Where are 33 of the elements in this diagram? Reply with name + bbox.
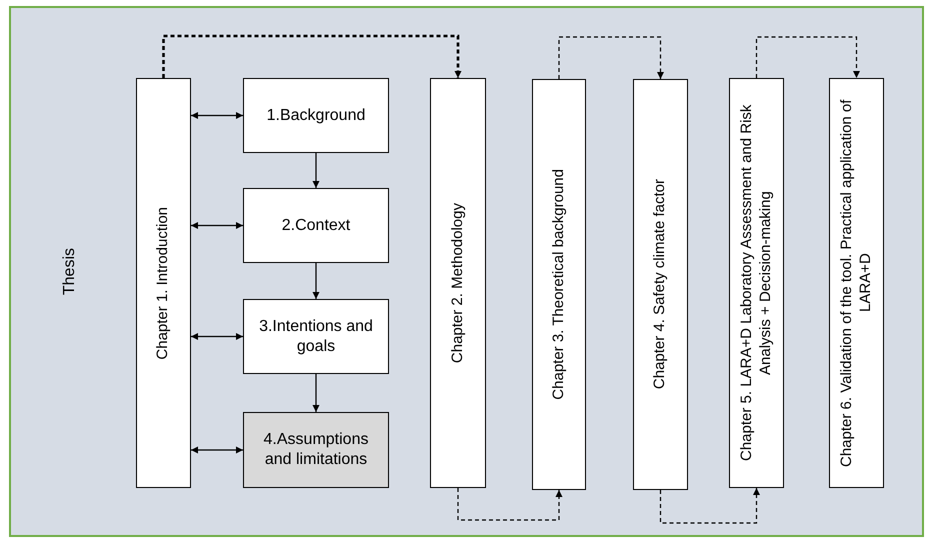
- chapter-box: [532, 79, 586, 490]
- arrow: [312, 374, 320, 412]
- arrow: [162, 34, 462, 78]
- section-box: [243, 412, 389, 488]
- chapter-box: [430, 78, 486, 488]
- thesis-label: Thesis: [61, 248, 79, 296]
- arrow: [191, 222, 243, 229]
- box-text: Chapter 1. Introduction: [154, 206, 172, 360]
- arrow: [191, 446, 243, 454]
- arrow: [558, 36, 664, 79]
- chapter-box: [136, 78, 191, 488]
- arrow: [660, 488, 760, 524]
- arrow: [312, 153, 320, 188]
- box-text: Chapter 2. Methodology: [448, 202, 467, 364]
- section-box: [243, 299, 389, 374]
- arrow: [756, 36, 860, 78]
- box-text: 2.Context: [280, 216, 352, 236]
- box-text: 3.Intentions and goals: [258, 316, 374, 356]
- arrow: [191, 333, 243, 340]
- section-box: [243, 188, 389, 263]
- arrow: [457, 488, 562, 521]
- chapter-box: [729, 78, 784, 488]
- box-text: Chapter 5. LARA+D Laboratory Assessment and Risk Analysis + Decision-making: [738, 104, 774, 464]
- box-text: Chapter 3. Theoretical background: [550, 169, 568, 400]
- chapter-box: [829, 78, 884, 488]
- box-text: Chapter 6. Validation of the tool. Practical application of LARA+D: [838, 98, 874, 469]
- box-text: Chapter 4. Safety climate factor: [651, 179, 670, 390]
- section-box: [243, 78, 389, 153]
- box-text: 4.Assumptions and limitations: [262, 430, 370, 470]
- box-text: 1.Background: [266, 106, 366, 126]
- arrow: [312, 263, 320, 299]
- arrow: [191, 112, 243, 119]
- chapter-box: [633, 79, 688, 490]
